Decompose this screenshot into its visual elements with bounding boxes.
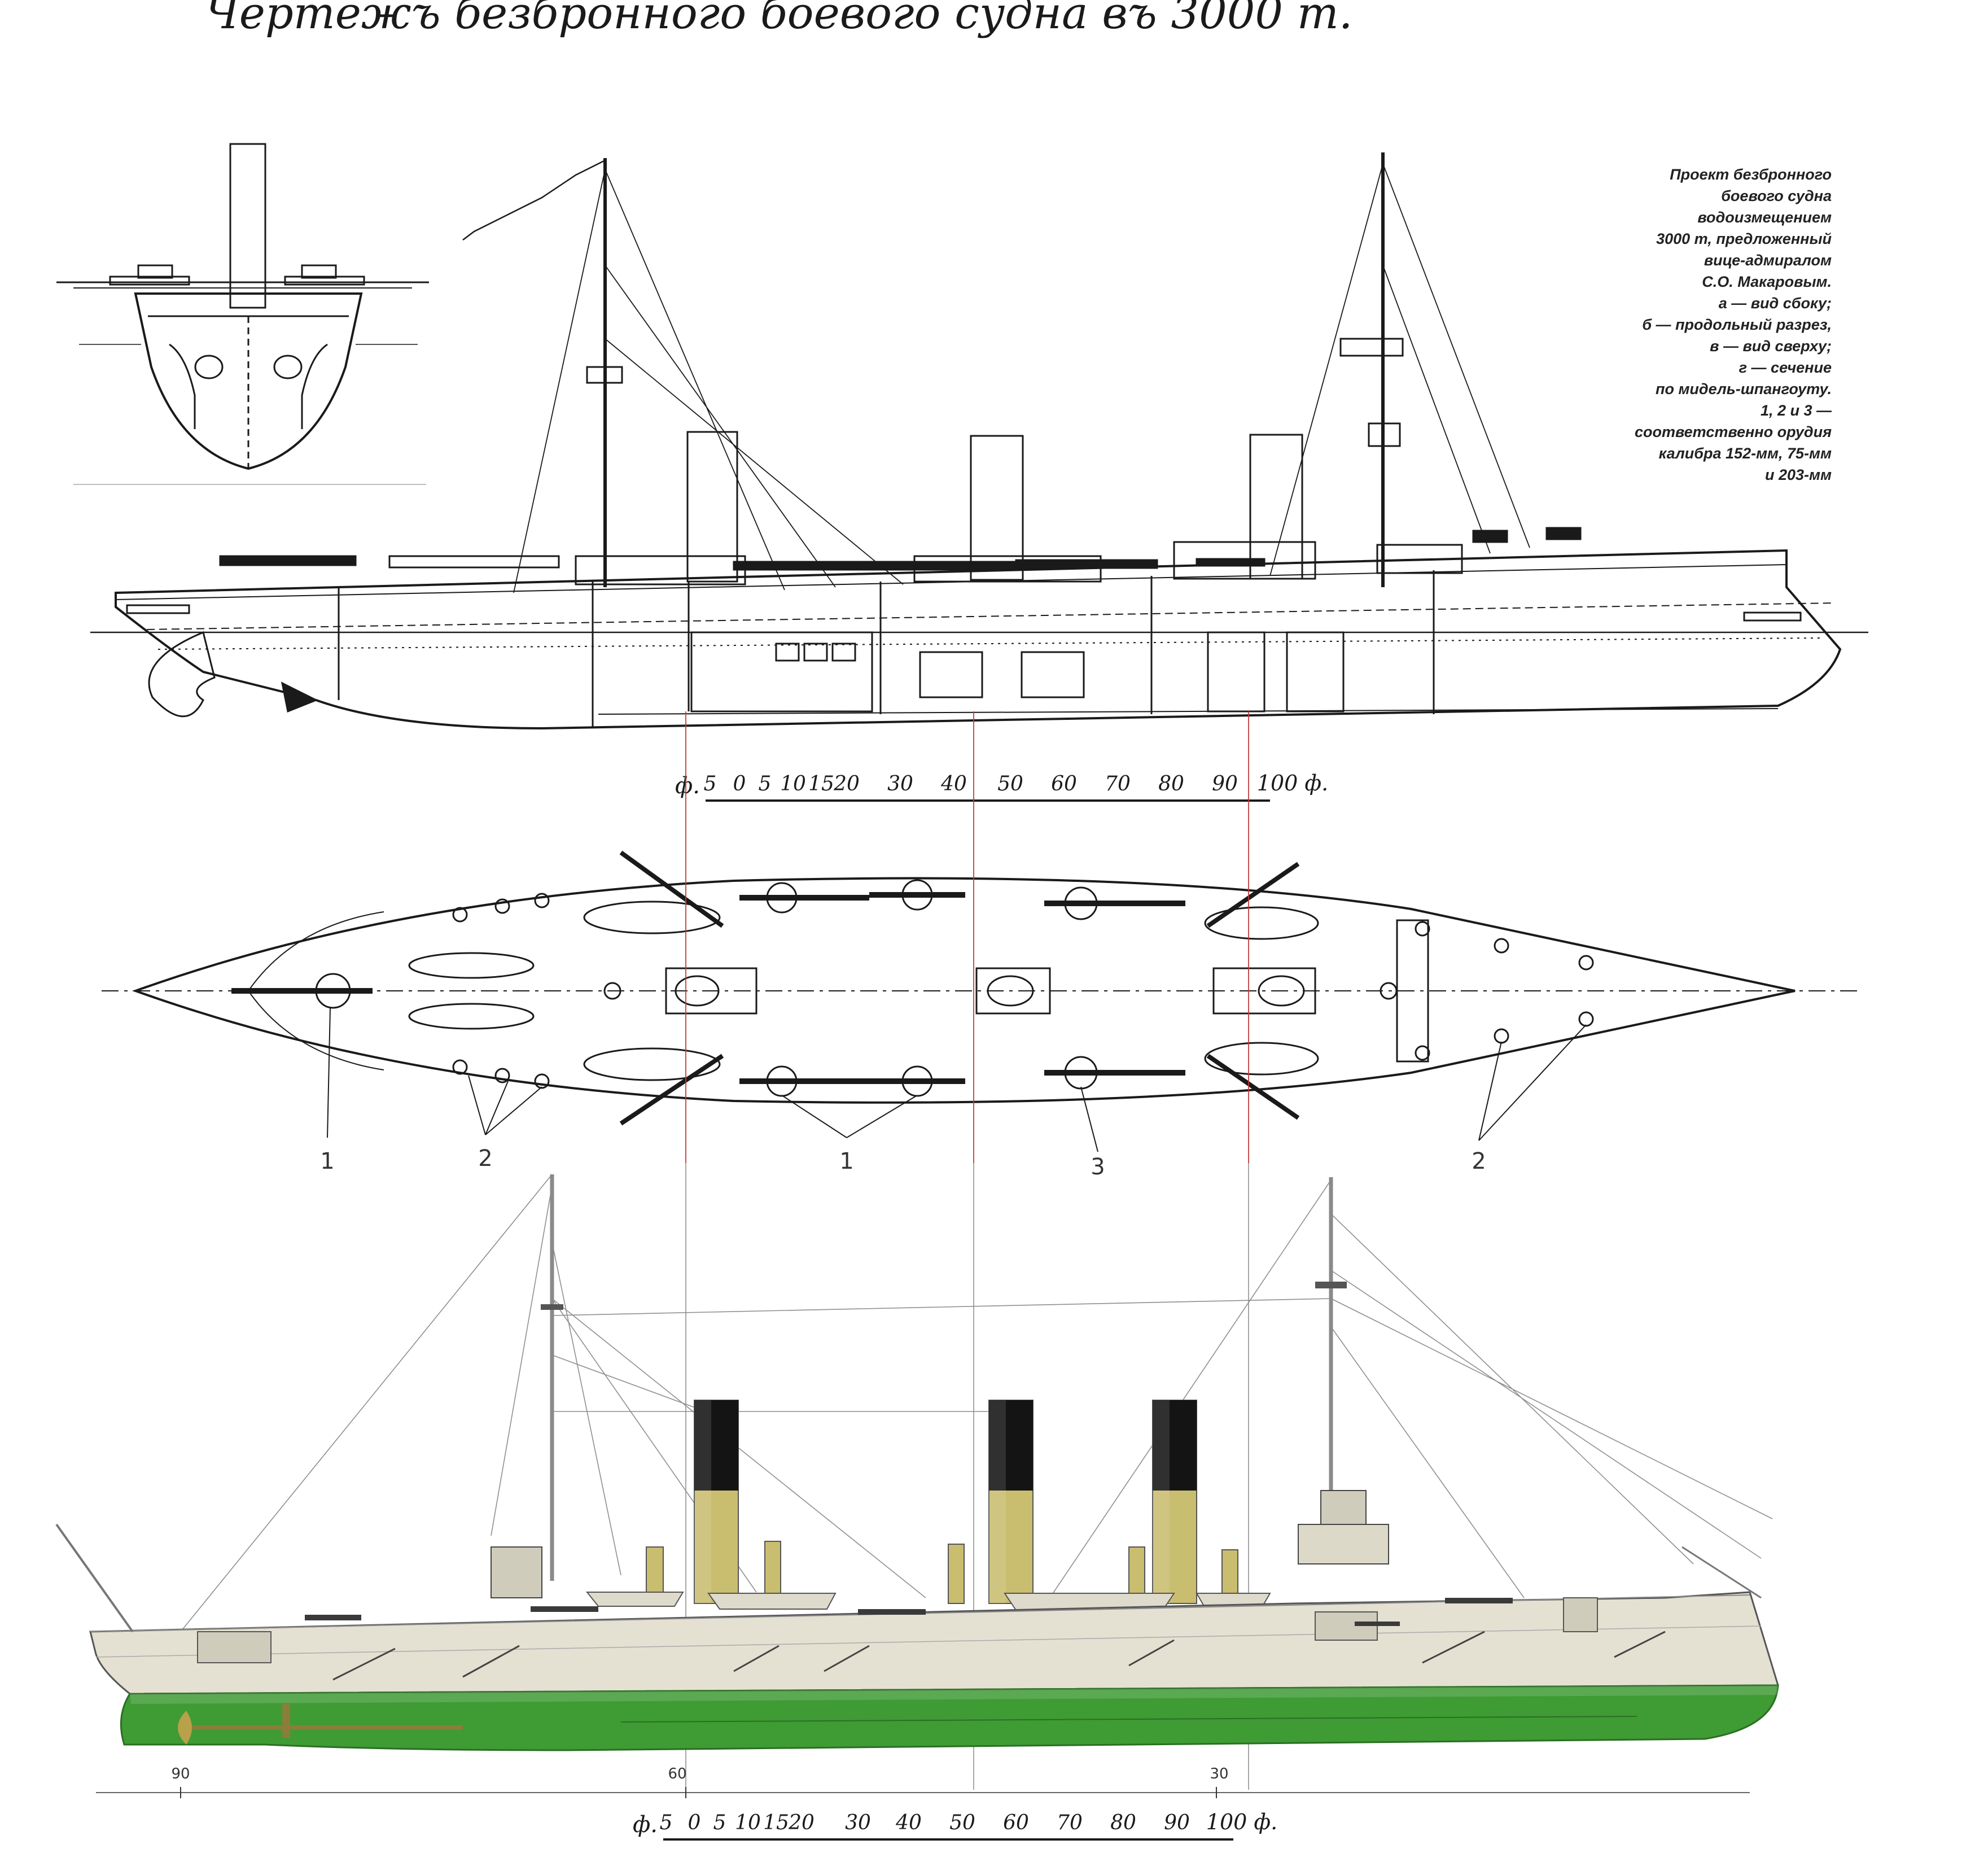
scale-tick-label: 10 (735, 1811, 761, 1834)
caption-line: соответственно орудия (1635, 423, 1832, 440)
funnel (1152, 1400, 1197, 1604)
rigging (180, 1174, 1773, 1632)
scale-tick-label: 40 (895, 1811, 922, 1834)
gun-callouts: 1 2 1 3 2 (320, 1146, 1486, 1180)
scale-tick-label: 20 (788, 1811, 815, 1834)
deck-outline (132, 877, 1796, 1104)
scale-tick-label: 0 (733, 772, 746, 796)
scale-tick-label: 30 (845, 1811, 871, 1834)
caption-line: г — сечение (1739, 359, 1832, 376)
scale-tick-label: 80 (1110, 1811, 1136, 1834)
funnel (988, 1400, 1034, 1604)
colored-side-elevation (55, 1174, 1780, 1751)
gun-callout: 3 (1091, 1154, 1105, 1180)
frame-number: 90 (171, 1765, 190, 1782)
scale-tick-label: 5 (713, 1811, 726, 1834)
casemate (1563, 1597, 1598, 1632)
scale-tick-label: 5 (704, 772, 717, 796)
midship-section (56, 143, 429, 485)
caption-line: в — вид сверху; (1710, 338, 1832, 355)
casemate (197, 1631, 272, 1663)
funnel-outline (970, 435, 1024, 581)
scale-tick-label: 60 (1003, 1811, 1029, 1834)
caption-line: боевого судна (1721, 187, 1832, 204)
scale-tick-label: 50 (949, 1811, 975, 1834)
funnel-outline (1249, 434, 1303, 580)
scale-tick-label: 80 (1158, 772, 1184, 796)
caption-line: а — вид сбоку; (1719, 295, 1832, 312)
scale-tick-label: 60 (1051, 772, 1077, 796)
gun-152-mm (231, 892, 965, 1084)
frame-number: 30 (1210, 1765, 1228, 1782)
caption-line: Проект безбронного (1670, 166, 1832, 183)
scale-tick-label: 90 (1212, 772, 1238, 796)
gun-callout: 1 (839, 1148, 853, 1174)
frame-ruler: 90 60 30 (96, 1765, 1750, 1798)
scale-tick-label: 50 (997, 772, 1023, 796)
hull-topsides (89, 1591, 1780, 1695)
caption-line: С.О. Макаровым. (1702, 273, 1832, 290)
scale-unit: ф. (675, 773, 700, 799)
scale-tick-label: 20 (833, 772, 860, 796)
caption-line: б — продольный разрез, (1642, 316, 1832, 333)
scale-tick-label: 15 (808, 772, 834, 796)
scale-bar-bottom: ф. 5 0 5 10 15 20 30 40 50 60 70 80 90 1… (633, 1810, 1277, 1841)
caption-block: Проект безбронного боевого судна водоизм… (1635, 166, 1832, 483)
scale-tick-label: 90 (1164, 1811, 1190, 1834)
scale-unit: ф. (633, 1812, 658, 1838)
side-elevation-drawing (90, 152, 1868, 730)
ship-boat (585, 1592, 1271, 1611)
keel-frame-ticks (598, 708, 1779, 715)
caption-line: вице-адмиралом (1704, 252, 1832, 269)
caption-line: водоизмещением (1697, 209, 1832, 226)
plan-view-drawing (102, 850, 1857, 1152)
gun-callout: 2 (478, 1146, 492, 1172)
funnel-alignment-guides (685, 711, 1249, 1163)
scale-tick-label: 70 (1105, 772, 1131, 796)
scale-tick-label: 100 ф. (1206, 1810, 1277, 1834)
sheet-title: Чертежъ безбронного боевого судна въ 300… (205, 0, 1352, 39)
scale-tick-label: 70 (1057, 1811, 1083, 1834)
scale-tick-label: 0 (688, 1811, 701, 1834)
funnel-outline (686, 431, 738, 583)
scale-tick-label: 30 (887, 772, 913, 796)
scale-tick-label: 100 ф. (1257, 771, 1328, 796)
scale-tick-label: 5 (759, 772, 772, 796)
caption-line: 1, 2 и 3 — (1761, 402, 1832, 419)
funnel (694, 1400, 739, 1604)
scale-tick-label: 5 (660, 1811, 673, 1834)
caption-line: калибра 152-мм, 75-мм (1659, 445, 1832, 462)
scale-bar-top: ф. 5 0 5 10 15 20 30 40 50 60 70 80 90 1… (675, 771, 1328, 802)
hull-underwater (120, 1684, 1779, 1751)
scale-tick-label: 40 (940, 772, 967, 796)
caption-line: по мидель-шпангоуту. (1656, 381, 1832, 397)
scale-tick-label: 15 (763, 1811, 789, 1834)
frame-number: 60 (668, 1765, 686, 1782)
caption-line: и 203-мм (1765, 466, 1832, 483)
scale-tick-label: 10 (780, 772, 806, 796)
caption-line: 3000 т, предложенный (1656, 230, 1832, 247)
gun-callout: 1 (320, 1148, 334, 1174)
gun-callout: 2 (1472, 1148, 1486, 1174)
hull-outline (115, 549, 1842, 730)
gun-75-mm (452, 893, 1594, 1089)
